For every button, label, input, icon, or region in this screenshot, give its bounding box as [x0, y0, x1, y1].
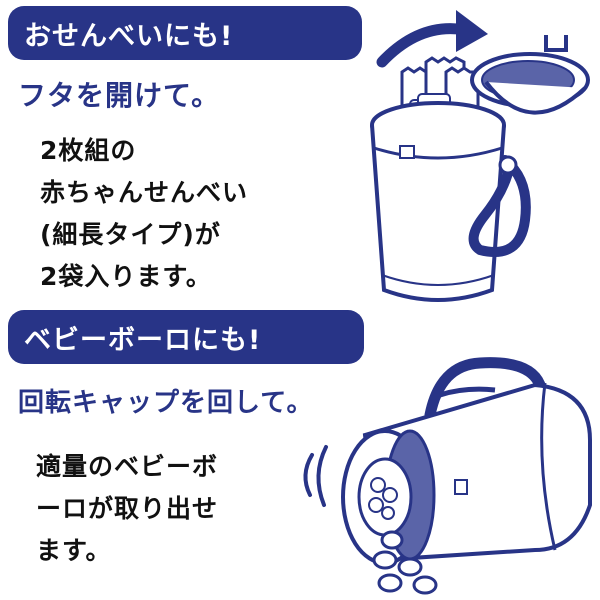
senbei-banner: おせんべいにも! — [10, 8, 360, 58]
boro-description-line: ます。 — [36, 536, 112, 565]
boro-banner: ベビーボーロにも! — [10, 312, 362, 362]
container-body-icon — [370, 101, 506, 302]
boro-description-line: ーロが取り出せ — [36, 494, 219, 523]
senbei-description-line: 2袋入ります。 — [40, 262, 212, 291]
senbei-instruction: フタを開けて。 — [18, 79, 221, 112]
strap-icon — [468, 155, 531, 257]
boro-banner-text: ベビーボーロにも! — [24, 324, 262, 356]
boro-description: 適量のベビーボ ーロが取り出せ ます。 — [36, 446, 218, 572]
open-lid-container-illustration — [370, 10, 590, 302]
boro-description-line: 適量のベビーボ — [36, 452, 219, 481]
boro-instruction: 回転キャップを回して。 — [18, 388, 314, 418]
senbei-description-line: 2枚組の — [40, 136, 137, 165]
strap-icon — [424, 357, 546, 421]
senbei-description-line: 赤ちゃんせんべい — [40, 178, 249, 207]
shake-motion-lines-icon — [303, 445, 328, 507]
senbei-banner-text: おせんべいにも! — [24, 20, 234, 52]
senbei-description-line: (細長タイプ)が — [40, 220, 221, 249]
curved-arrow-icon — [376, 10, 488, 68]
senbei-description: 2枚組の 赤ちゃんせんべい (細長タイプ)が 2袋入ります。 — [40, 130, 248, 298]
rotating-cap-icon — [341, 429, 468, 565]
tilted-container-illustration — [303, 357, 592, 595]
mesh-lid-icon — [470, 35, 590, 115]
falling-boro-icon — [372, 530, 438, 595]
